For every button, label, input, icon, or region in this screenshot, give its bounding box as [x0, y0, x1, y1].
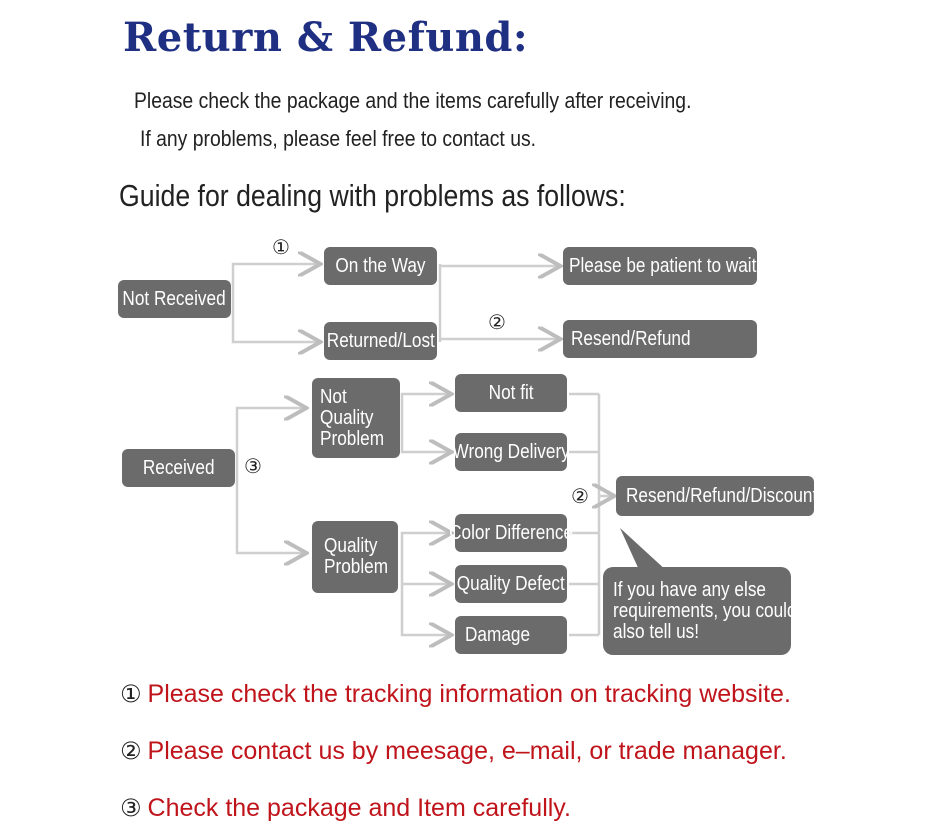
- nq-line-2: Quality: [320, 406, 374, 429]
- box-quality-problem: Quality Problem: [312, 521, 398, 593]
- box-not-fit-label: Not fit: [488, 381, 534, 404]
- box-damage-label: Damage: [465, 623, 531, 646]
- box-color-difference: Color Difference: [449, 514, 573, 552]
- box-resend-refund: Resend/Refund: [563, 320, 757, 358]
- marker-3: ③: [244, 454, 262, 478]
- box-returned-lost: Returned/Lost: [324, 322, 437, 360]
- connector-q-color: [400, 533, 449, 555]
- box-not-quality-problem: Not Quality Problem: [312, 378, 400, 458]
- nq-line-1: Not: [320, 385, 347, 408]
- connector-received-quality: [235, 468, 304, 553]
- box-quality-defect-label: Quality Defect: [456, 572, 566, 595]
- q-line-2: Problem: [324, 556, 389, 578]
- connector-q-defect: [400, 555, 449, 584]
- box-color-difference-label: Color Difference: [449, 521, 573, 544]
- box-resend-refund-discount-label: Resend/Refund/Discount: [626, 484, 818, 507]
- box-quality-defect: Quality Defect: [455, 565, 567, 603]
- note-2-text: Please contact us by meesage, e–mail, or…: [147, 737, 787, 765]
- page-title: Return & Refund:: [123, 14, 529, 61]
- connector-notreceived-ontheway: [231, 264, 318, 299]
- callout-pointer: [620, 528, 668, 572]
- box-on-the-way: On the Way: [324, 247, 437, 285]
- connector-nq-wrongdelivery: [400, 418, 449, 452]
- box-not-received-label: Not Received: [122, 287, 227, 310]
- box-received: Received: [122, 449, 235, 487]
- connector-notreceived-returned: [231, 299, 318, 342]
- box-returned-lost-label: Returned/Lost: [326, 329, 435, 352]
- nq-line-3: Problem: [320, 427, 385, 450]
- box-patient-wait: Please be patient to wait: [563, 247, 757, 285]
- box-damage: Damage: [455, 616, 567, 654]
- note-1-number: ①: [120, 680, 142, 708]
- connector-received-notquality: [235, 408, 304, 468]
- marker-2-upper: ②: [488, 310, 506, 334]
- callout-bubble: If you have any else requirements, you c…: [603, 567, 797, 655]
- connector-ontheway-wait: [438, 264, 558, 266]
- marker-1: ①: [272, 235, 290, 259]
- box-patient-wait-label: Please be patient to wait: [569, 254, 757, 277]
- box-on-the-way-label: On the Way: [335, 254, 426, 277]
- box-received-label: Received: [142, 456, 215, 479]
- callout-line-1: If you have any else: [613, 578, 766, 601]
- box-resend-refund-discount: Resend/Refund/Discount: [616, 476, 818, 516]
- connector-nq-notfit: [400, 394, 449, 418]
- q-line-1: Quality: [324, 535, 378, 557]
- callout-line-2: requirements, you could: [613, 599, 797, 622]
- note-3-number: ③: [120, 794, 142, 822]
- box-not-received: Not Received: [118, 280, 231, 318]
- guide-heading: Guide for dealing with problems as follo…: [119, 178, 626, 213]
- callout-line-3: also tell us!: [613, 620, 700, 643]
- box-wrong-delivery-label: Wrong Delivery: [452, 440, 570, 463]
- box-resend-refund-label: Resend/Refund: [571, 327, 691, 350]
- note-1-text: Please check the tracking information on…: [147, 680, 791, 708]
- marker-2-lower: ②: [571, 484, 589, 508]
- box-not-fit: Not fit: [455, 374, 567, 412]
- intro-line-1: Please check the package and the items c…: [134, 88, 692, 113]
- intro-line-2: If any problems, please feel free to con…: [140, 126, 537, 151]
- connector-q-damage: [400, 584, 449, 635]
- note-3-text: Check the package and Item carefully.: [147, 794, 571, 822]
- box-wrong-delivery: Wrong Delivery: [452, 433, 570, 471]
- note-2-number: ②: [120, 737, 142, 765]
